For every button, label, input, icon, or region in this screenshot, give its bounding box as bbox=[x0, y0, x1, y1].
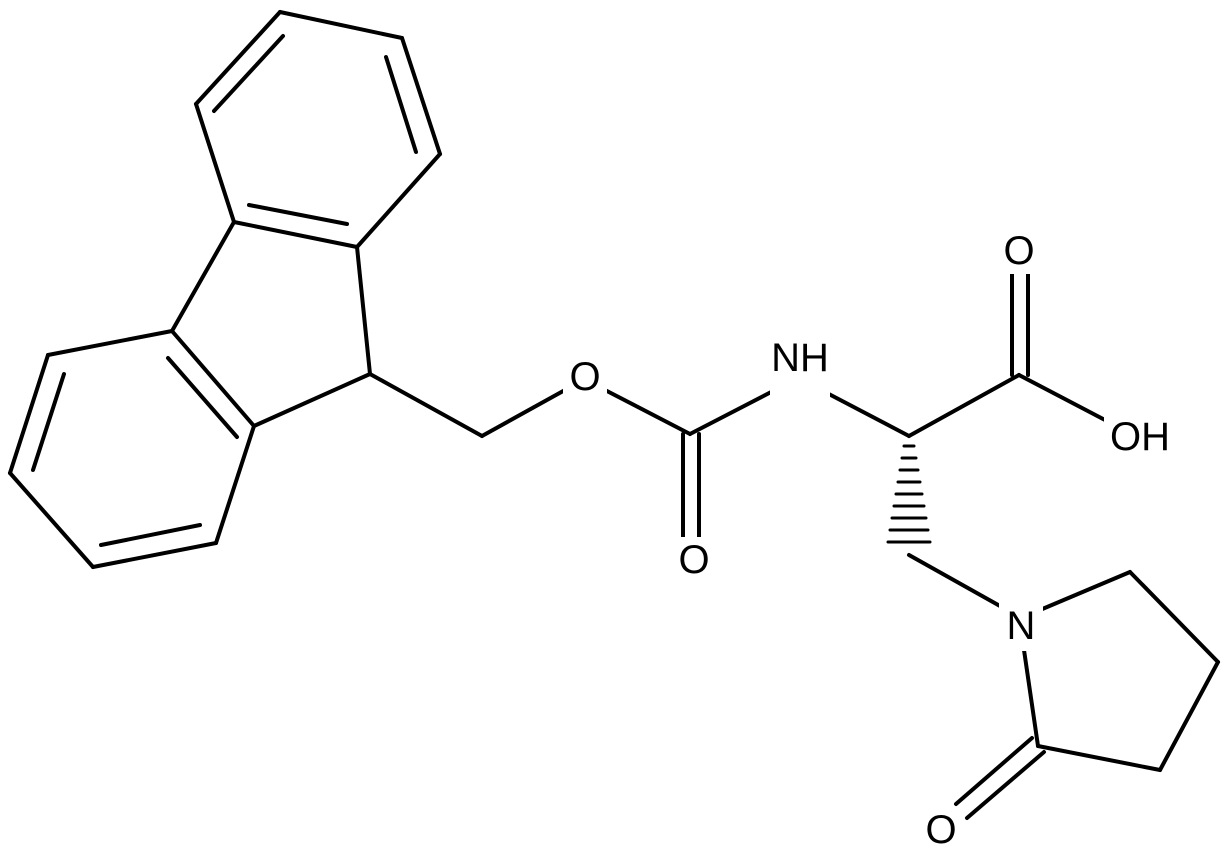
bond bbox=[400, 36, 442, 156]
bond bbox=[8, 471, 95, 569]
atom-label-oh: OH bbox=[1110, 415, 1170, 459]
stereo-hashed-bond bbox=[886, 444, 932, 544]
bond bbox=[247, 203, 349, 226]
bond bbox=[954, 736, 1034, 806]
bond bbox=[8, 353, 50, 475]
bond bbox=[214, 424, 256, 545]
pyrrolidinone-ring bbox=[954, 570, 1220, 820]
atom-label-o-ester: O bbox=[569, 355, 600, 399]
bond bbox=[384, 55, 418, 154]
bond bbox=[252, 372, 372, 428]
bond bbox=[232, 220, 359, 249]
bond bbox=[1022, 648, 1040, 748]
atom-label-nh: NH bbox=[771, 336, 829, 380]
bond bbox=[166, 356, 239, 439]
bond bbox=[46, 329, 174, 357]
bond bbox=[603, 388, 692, 436]
atom-label-n-lactam: N bbox=[1007, 604, 1036, 648]
bond bbox=[1128, 570, 1220, 664]
carbamate-linker bbox=[368, 372, 777, 540]
bond bbox=[194, 102, 236, 224]
bond bbox=[194, 10, 282, 106]
atom-labels: O NH O O OH N O bbox=[563, 228, 1176, 854]
bond bbox=[355, 245, 372, 376]
fluorenyl-group bbox=[8, 10, 442, 569]
atom-label-o-acid-carbonyl: O bbox=[1003, 229, 1034, 273]
bond bbox=[99, 523, 202, 547]
bond bbox=[170, 329, 256, 428]
bond bbox=[907, 553, 1002, 608]
atom-label-o-lactam: O bbox=[925, 808, 956, 852]
bond bbox=[907, 373, 1021, 438]
bond bbox=[368, 372, 484, 438]
bond bbox=[31, 372, 66, 472]
bond bbox=[688, 388, 777, 436]
bond bbox=[1158, 660, 1220, 772]
bond bbox=[91, 541, 218, 569]
atom-label-o-carbamate: O bbox=[678, 538, 709, 582]
amino-acid-backbone bbox=[823, 266, 1107, 608]
bond bbox=[823, 390, 911, 438]
bond bbox=[355, 152, 442, 249]
bond bbox=[480, 388, 567, 438]
bond bbox=[1038, 570, 1132, 612]
bond bbox=[212, 34, 285, 113]
bond bbox=[278, 10, 404, 40]
bond bbox=[965, 750, 1046, 820]
bond bbox=[1017, 373, 1107, 422]
bond bbox=[170, 220, 236, 333]
bond bbox=[1036, 744, 1162, 772]
